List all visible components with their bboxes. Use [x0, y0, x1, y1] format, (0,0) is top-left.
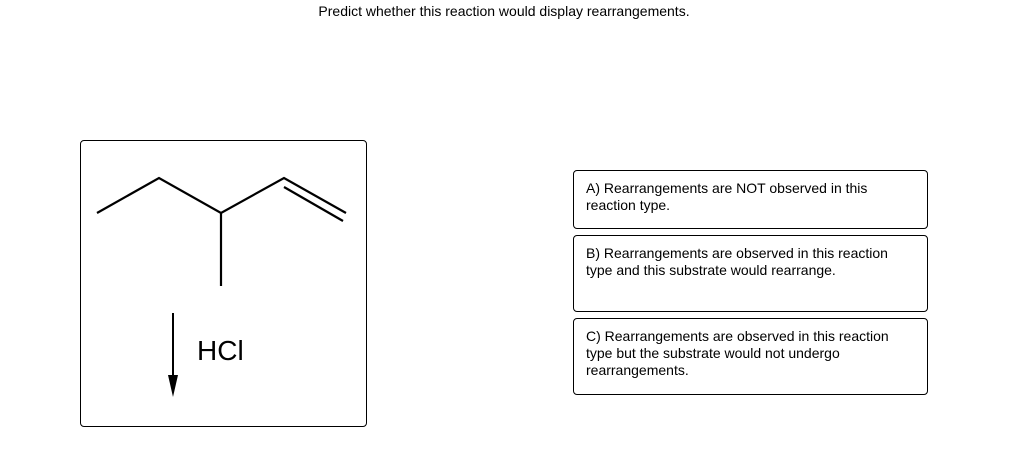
answer-choice-a-text: A) Rearrangements are NOT observed in th… — [586, 180, 868, 213]
molecule-structure — [96, 176, 347, 397]
answer-choice-a[interactable]: A) Rearrangements are NOT observed in th… — [573, 170, 928, 229]
answer-choice-b[interactable]: B) Rearrangements are observed in this r… — [573, 235, 928, 312]
reagent-label: HCl — [197, 335, 244, 366]
answer-choice-c[interactable]: C) Rearrangements are observed in this r… — [573, 318, 928, 395]
double-bond-line — [283, 186, 344, 222]
carbon-chain-bonds — [96, 176, 347, 215]
reaction-panel: HCl — [80, 140, 367, 427]
answer-choice-b-text: B) Rearrangements are observed in this r… — [586, 245, 888, 278]
reaction-arrow-head-icon — [168, 375, 178, 397]
answer-choice-c-text: C) Rearrangements are observed in this r… — [586, 328, 889, 378]
question-text: Predict whether this reaction would disp… — [318, 3, 690, 19]
